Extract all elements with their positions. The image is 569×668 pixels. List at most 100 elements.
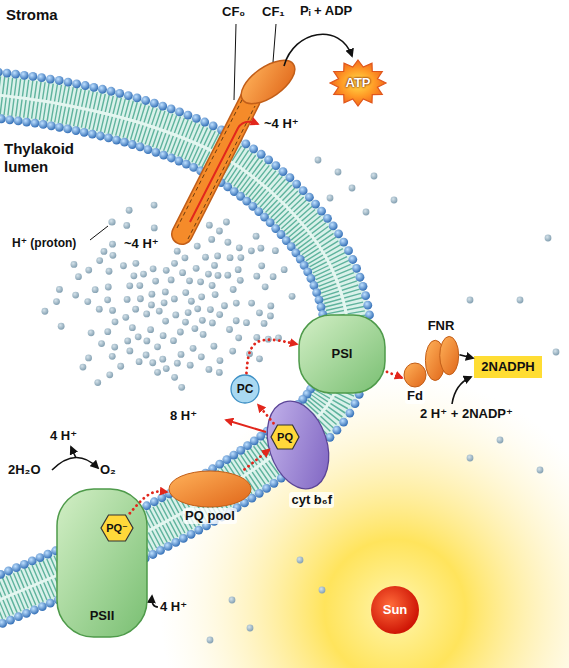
- proton-dot: [209, 282, 216, 289]
- starburst: [330, 60, 386, 106]
- lipid-head: [164, 542, 173, 551]
- lipid-head: [64, 78, 73, 87]
- proton-dot: [152, 278, 159, 285]
- proton-dot: [101, 248, 108, 255]
- lipid-head: [348, 255, 357, 264]
- lipid-head: [6, 616, 15, 625]
- lipid-head: [14, 117, 23, 126]
- lipid-head: [159, 151, 168, 160]
- proton-dot: [185, 309, 192, 316]
- region-label: Thylakoid lumen: [4, 140, 94, 176]
- proton-dot: [154, 343, 161, 350]
- label-holder: Pᵢ + ADP: [300, 3, 352, 19]
- lipid-head: [279, 167, 288, 176]
- proton-dot: [537, 467, 544, 474]
- node-outline: [168, 470, 252, 508]
- lipid-head: [0, 619, 7, 628]
- proton-dot: [53, 298, 60, 305]
- proton-dot: [297, 557, 304, 564]
- photosystem-box: PSI: [298, 314, 386, 394]
- lipid-head: [30, 606, 39, 615]
- proton-dot: [174, 248, 181, 255]
- proton-dot: [80, 364, 87, 371]
- lipid-tails: [0, 92, 348, 612]
- label-holder: O₂: [100, 462, 116, 478]
- proton-dot: [223, 219, 230, 226]
- part-label: CF₀: [222, 4, 245, 20]
- reactant-label: 2H₂O: [8, 462, 41, 478]
- proton-dot: [151, 225, 158, 232]
- leader-line: [234, 24, 236, 100]
- lipid-head: [157, 493, 166, 502]
- product-box: 2NADPH: [474, 356, 542, 378]
- lipid-head: [200, 118, 209, 127]
- proton-dot: [129, 324, 136, 331]
- proton-dot: [206, 366, 213, 373]
- label-holder: Thylakoid lumen: [4, 140, 94, 176]
- proton-dot: [106, 371, 113, 378]
- proton-dot: [467, 297, 474, 304]
- label-holder: 4 H⁺: [50, 428, 77, 444]
- proton-dot: [143, 311, 150, 318]
- proton-dot: [349, 185, 356, 192]
- lipid-head: [194, 526, 203, 535]
- proton-dot: [162, 318, 169, 325]
- hexagon: [101, 515, 133, 541]
- proton-dot: [193, 265, 200, 272]
- proton-dot: [137, 295, 144, 302]
- lipid-head: [356, 273, 365, 282]
- g-part: [160, 375, 569, 668]
- cytochrome-complex: cyt b₆fPQ: [262, 398, 334, 508]
- proton-dot: [229, 348, 236, 355]
- lipid-head: [72, 79, 81, 88]
- proton-dot: [178, 351, 185, 358]
- proton-dot: [126, 207, 133, 214]
- node-label: PQ⁻: [106, 520, 128, 536]
- proton-dot: [253, 273, 260, 280]
- reactant-label: 2 H⁺ + 2NADP⁺: [420, 406, 513, 422]
- lipid-head: [286, 173, 295, 182]
- atp-burst: ATP: [330, 60, 386, 106]
- proton-dot: [198, 353, 205, 360]
- proton-dot: [172, 312, 179, 319]
- lipid-head: [192, 114, 201, 123]
- proton-dot: [109, 307, 116, 314]
- proton-dot: [253, 233, 260, 240]
- node-label: PSI: [332, 346, 353, 362]
- proton-dot: [191, 325, 198, 332]
- lipid-head: [22, 118, 31, 127]
- proton-dot: [163, 267, 170, 274]
- label-holder: ~4 H⁺: [124, 236, 159, 252]
- lipid-head: [63, 125, 72, 134]
- proton-dot: [227, 254, 234, 261]
- proton-dot: [517, 297, 524, 304]
- proton-count: ~4 H⁺: [264, 116, 299, 132]
- proton-dot: [211, 262, 218, 269]
- proton-dot: [214, 253, 221, 260]
- lipid-head: [144, 145, 153, 154]
- lipid-head: [12, 563, 21, 572]
- reaction-arrow: [284, 34, 352, 66]
- proton-dot: [270, 273, 277, 280]
- node-label: PC: [237, 381, 254, 397]
- proton-dot: [199, 317, 206, 324]
- proton-dot: [194, 243, 201, 250]
- proton-dot: [160, 332, 167, 339]
- bilayer-midline: [0, 92, 348, 612]
- label-holder: 8 H⁺: [170, 408, 197, 424]
- proton-dot: [112, 318, 119, 325]
- proton-dot: [237, 277, 244, 284]
- proton-dot: [267, 313, 274, 320]
- node-outline: [403, 362, 427, 388]
- proton-dot: [272, 247, 279, 254]
- lipid-head: [339, 238, 348, 247]
- proton-dot: [190, 345, 197, 352]
- lipid-head: [136, 143, 145, 152]
- ferredoxin-shape: Fd: [403, 362, 427, 404]
- lipid-head: [345, 409, 354, 418]
- proton-dot: [217, 357, 224, 364]
- lipid-head: [29, 72, 38, 81]
- proton-dot: [106, 268, 113, 275]
- proton-dot: [216, 311, 223, 318]
